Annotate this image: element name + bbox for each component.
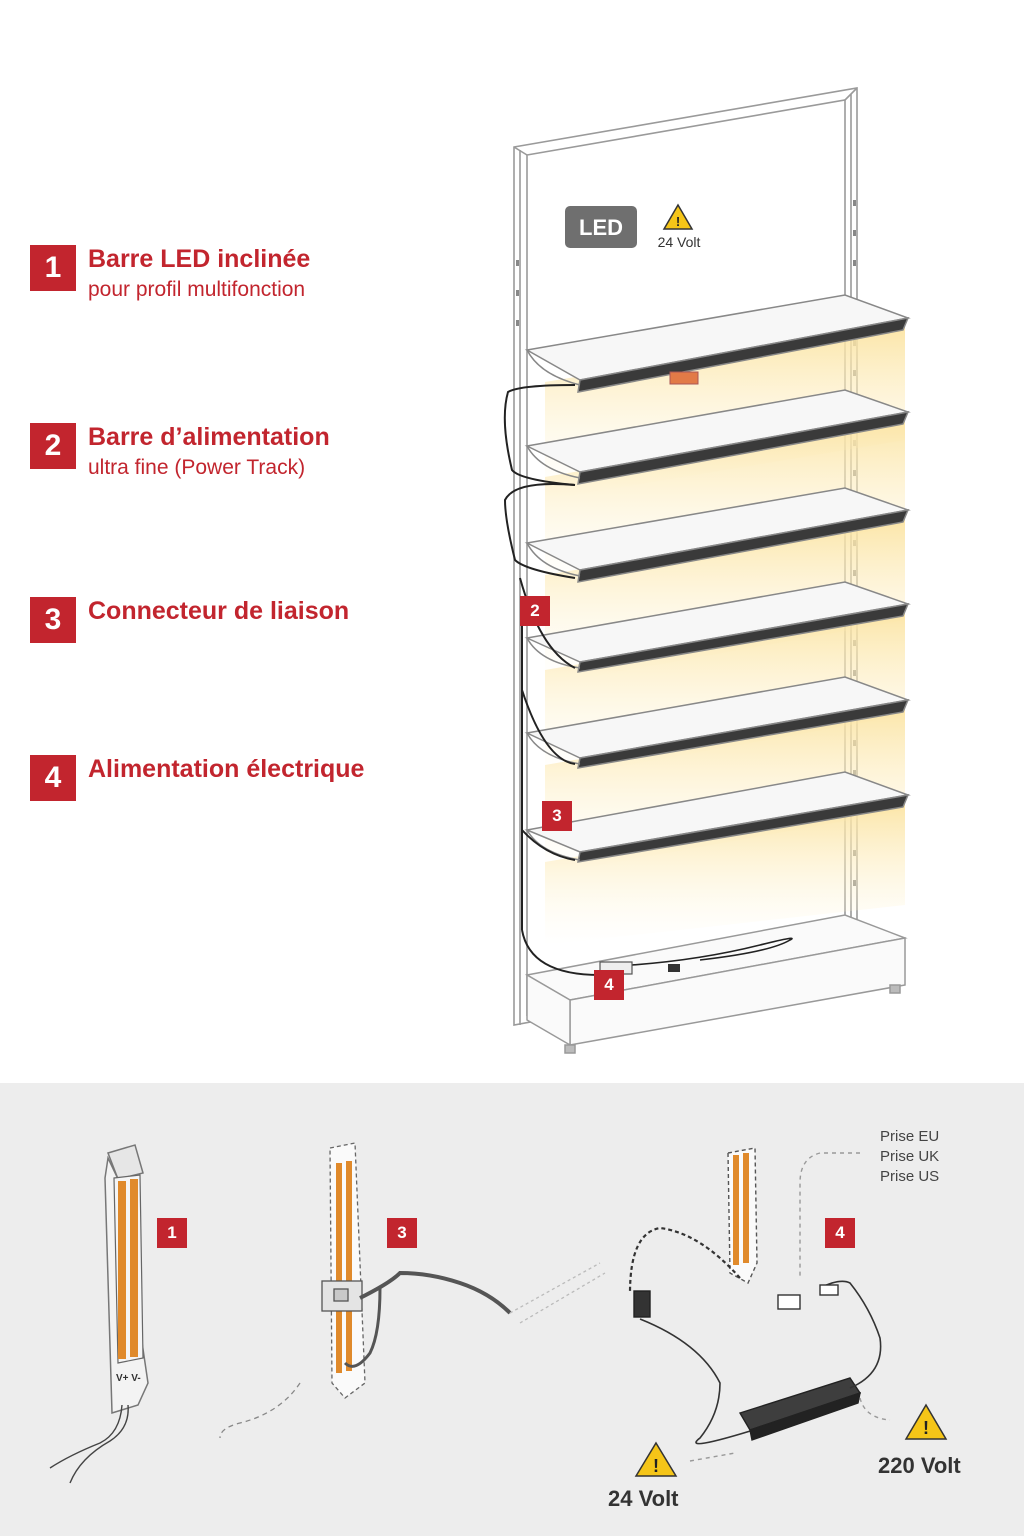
shelves: [524, 294, 911, 863]
shelf-6: [524, 771, 911, 863]
detail-tag-1: 1: [157, 1218, 187, 1248]
svg-text:V+ V-: V+ V-: [116, 1373, 141, 1384]
shelf-tag-4: 4: [594, 970, 624, 1000]
legend-number: 4: [30, 755, 76, 801]
legend-item-1: 1 Barre LED inclinée pour profil multifo…: [30, 245, 310, 305]
legend-title: Barre LED inclinée: [88, 245, 311, 273]
shelf-tag-2: 2: [520, 596, 550, 626]
warning-icon: !: [662, 203, 694, 230]
warning-icon-24v: !: [634, 1441, 678, 1477]
plug-us: Prise US: [880, 1168, 940, 1185]
plug: [668, 964, 680, 972]
shelf-tag-3: 3: [542, 801, 572, 831]
shelf-5: [524, 676, 911, 769]
high-voltage-label: 220 Volt: [878, 1453, 961, 1478]
svg-text:!: !: [653, 1456, 659, 1476]
detail-panel: V+ V-: [0, 1083, 1024, 1536]
legend-subtitle: ultra fine (Power Track): [88, 456, 306, 479]
legend-item-4: 4 Alimentation électrique: [30, 755, 364, 801]
detail-tag-4: 4: [825, 1218, 855, 1248]
plug-eu: Prise EU: [880, 1128, 940, 1145]
shelf-4: [524, 581, 911, 673]
legend-item-3: 3 Connecteur de liaison: [30, 597, 349, 643]
legend-title: Alimentation électrique: [88, 755, 365, 783]
shelf-2: [524, 389, 911, 485]
legend-number: 3: [30, 597, 76, 643]
connector-detail: [219, 1142, 606, 1439]
plug-types: Prise EU Prise UK Prise US: [880, 1127, 939, 1187]
legend-subtitle: pour profil multifonction: [88, 278, 306, 301]
power-supply-detail: [628, 1147, 891, 1462]
led-bar-detail: V+ V-: [49, 1144, 149, 1484]
power-track: [503, 384, 793, 976]
legend-number: 1: [30, 245, 76, 291]
detail-illustrations: V+ V-: [49, 1142, 948, 1484]
svg-text:!: !: [676, 214, 680, 229]
plug-uk: Prise UK: [880, 1148, 940, 1165]
shelf-1: [524, 294, 911, 393]
led-logo-text: LED: [579, 215, 623, 240]
legend-title: Barre d’alimentation: [88, 423, 330, 451]
led-logo: LED: [565, 206, 637, 248]
legend-title: Connecteur de liaison: [88, 597, 350, 625]
svg-text:!: !: [923, 1418, 929, 1438]
shelf-voltage-label: 24 Volt: [658, 234, 701, 250]
legend-item-2: 2 Barre d’alimentation ultra fine (Power…: [30, 423, 330, 483]
shelf-unit-illustration: LED ! 24 Volt: [503, 87, 911, 1054]
led-connector: [669, 371, 699, 385]
low-voltage-label: 24 Volt: [608, 1486, 679, 1511]
warning-icon-220v: !: [904, 1403, 948, 1440]
detail-tag-3: 3: [387, 1218, 417, 1248]
shelf-3: [524, 487, 911, 583]
legend-number: 2: [30, 423, 76, 469]
